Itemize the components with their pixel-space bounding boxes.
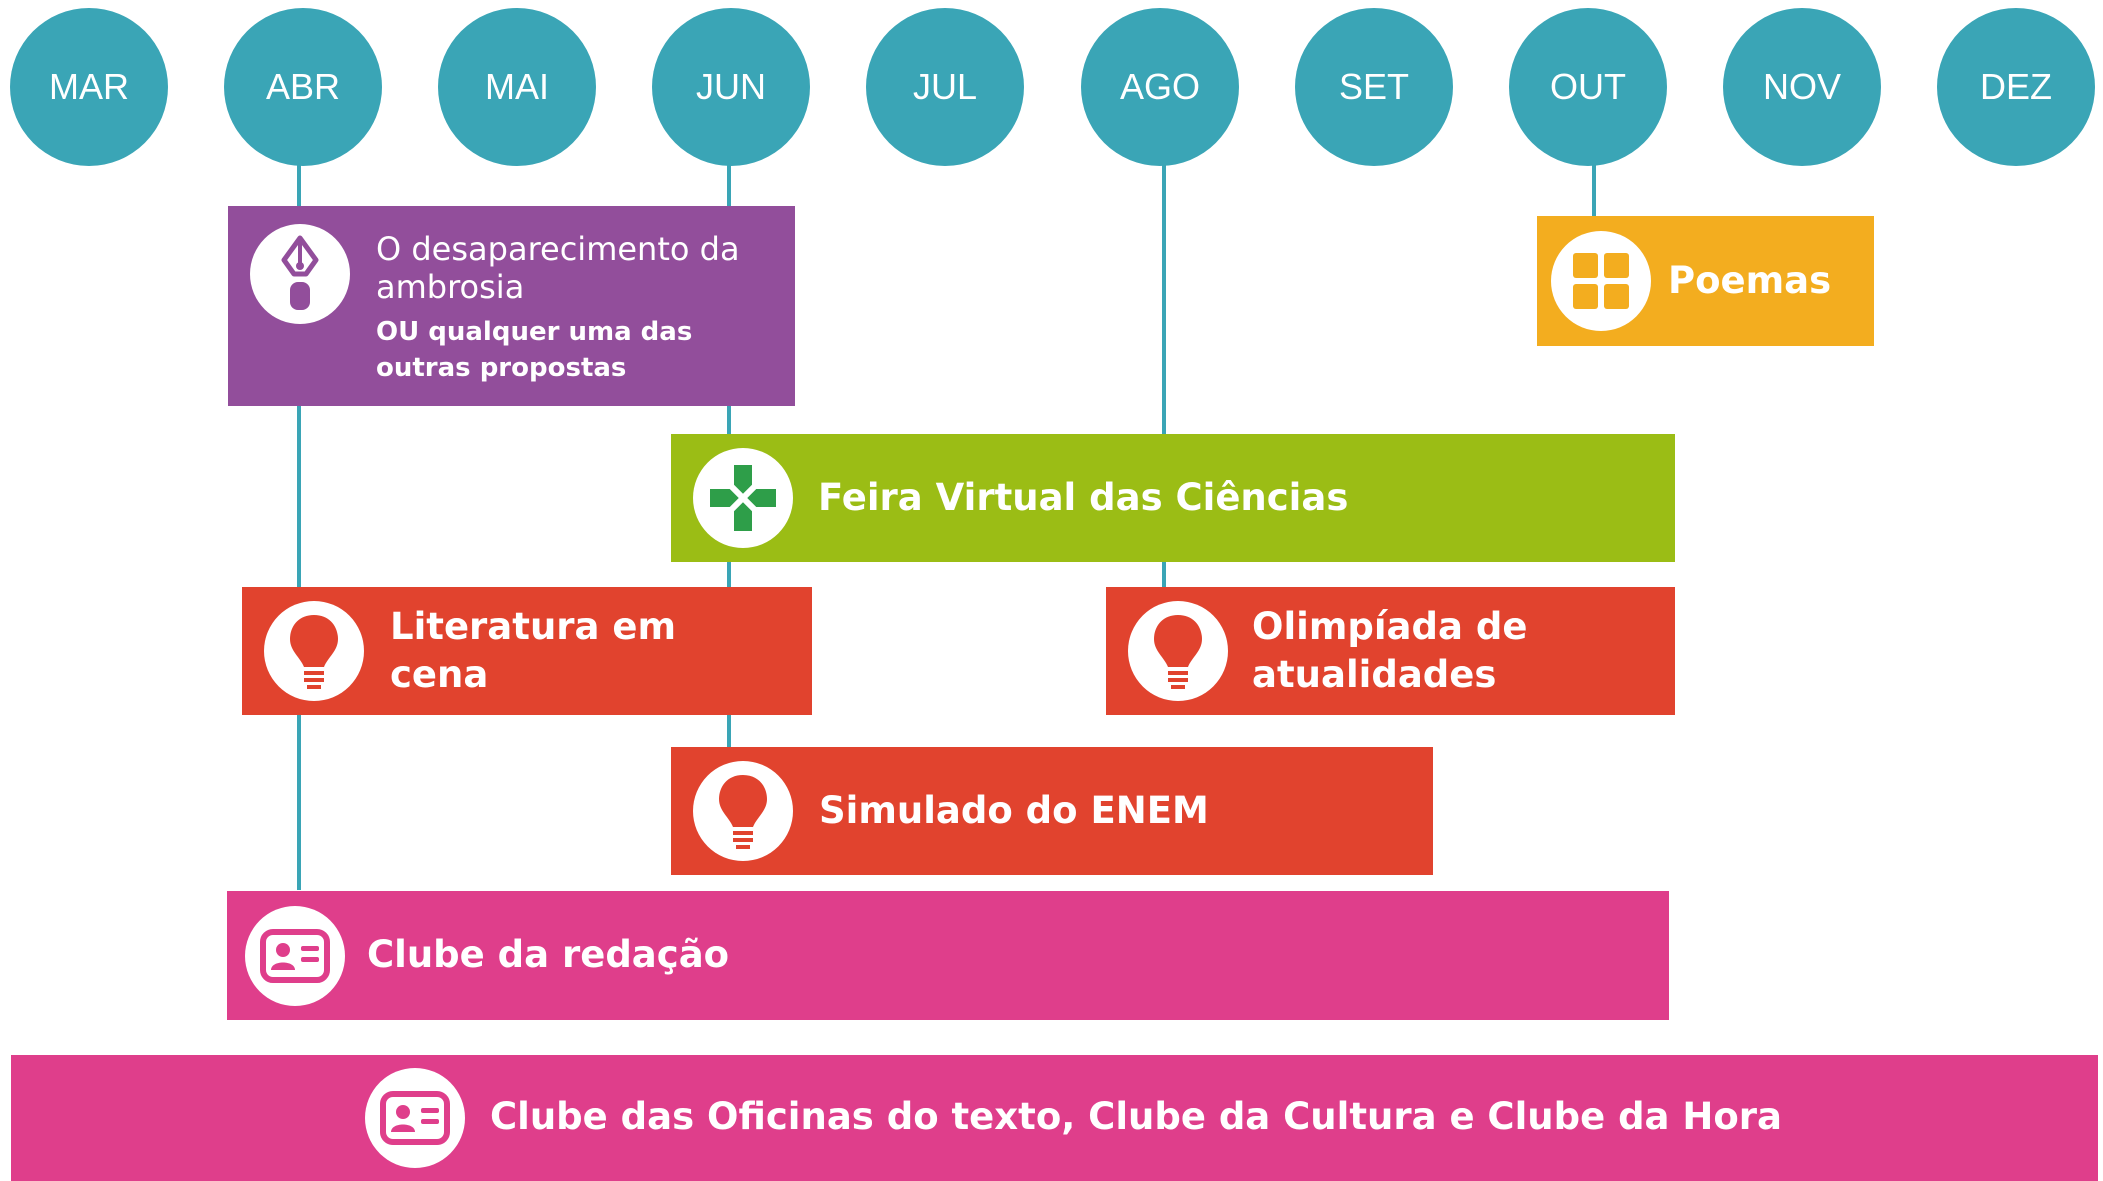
science-cross-icon-circle (693, 448, 793, 548)
literatura-title: Literatura em cena (390, 605, 677, 696)
month-abr: ABR (224, 8, 382, 166)
simulado-title: Simulado do ENEM (819, 789, 1209, 832)
clubes-title: Clube das Oficinas do texto, Clube da Cu… (490, 1095, 1783, 1138)
lightbulb-icon-circle (1128, 601, 1228, 701)
activity-clube-redacao: Clube da redação (227, 891, 1669, 1020)
activity-literatura: Literatura em cena (242, 587, 812, 715)
activity-clubes: Clube das Oficinas do texto, Clube da Cu… (11, 1055, 2098, 1181)
lightbulb-icon (290, 615, 338, 689)
id-card-icon-circle (245, 906, 345, 1006)
month-mar: MAR (10, 8, 168, 166)
ambrosia-title: O desaparecimento da ambrosia (376, 230, 740, 306)
month-out: OUT (1509, 8, 1667, 166)
month-jun: JUN (652, 8, 810, 166)
connector-out (1592, 160, 1596, 220)
poemas-title: Poemas (1668, 259, 1832, 302)
feira-title: Feira Virtual das Ciências (818, 476, 1349, 519)
pen-nib-icon-circle (250, 224, 350, 324)
lightbulb-icon (1154, 615, 1202, 689)
month-nov: NOV (1723, 8, 1881, 166)
activity-simulado: Simulado do ENEM (671, 747, 1433, 875)
activity-feira: Feira Virtual das Ciências (671, 434, 1675, 562)
olimpiada-title: Olimpíada de atualidades (1252, 605, 1528, 696)
connector-ago (1162, 160, 1166, 590)
activity-olimpiada: Olimpíada de atualidades (1106, 587, 1675, 715)
lightbulb-icon (719, 775, 767, 849)
clube-redacao-title: Clube da redação (367, 933, 730, 976)
id-card-icon (380, 1091, 450, 1145)
grid-icon (1573, 253, 1629, 309)
month-jul: JUL (866, 8, 1024, 166)
grid-icon-circle (1551, 231, 1651, 331)
month-set: SET (1295, 8, 1453, 166)
lightbulb-icon-circle (693, 761, 793, 861)
month-ago: AGO (1081, 8, 1239, 166)
id-card-icon-circle (365, 1068, 465, 1168)
activity-ambrosia: O desaparecimento da ambrosia OU qualque… (228, 206, 795, 406)
month-dez: DEZ (1937, 8, 2095, 166)
activity-poemas: Poemas (1537, 216, 1874, 346)
lightbulb-icon-circle (264, 601, 364, 701)
connector-abr (297, 160, 301, 890)
month-mai: MAI (438, 8, 596, 166)
pen-nib-icon (281, 235, 319, 310)
science-cross-icon (710, 465, 776, 531)
id-card-icon (260, 929, 330, 983)
ambrosia-subtitle: OU qualquer uma das outras propostas (376, 317, 693, 383)
